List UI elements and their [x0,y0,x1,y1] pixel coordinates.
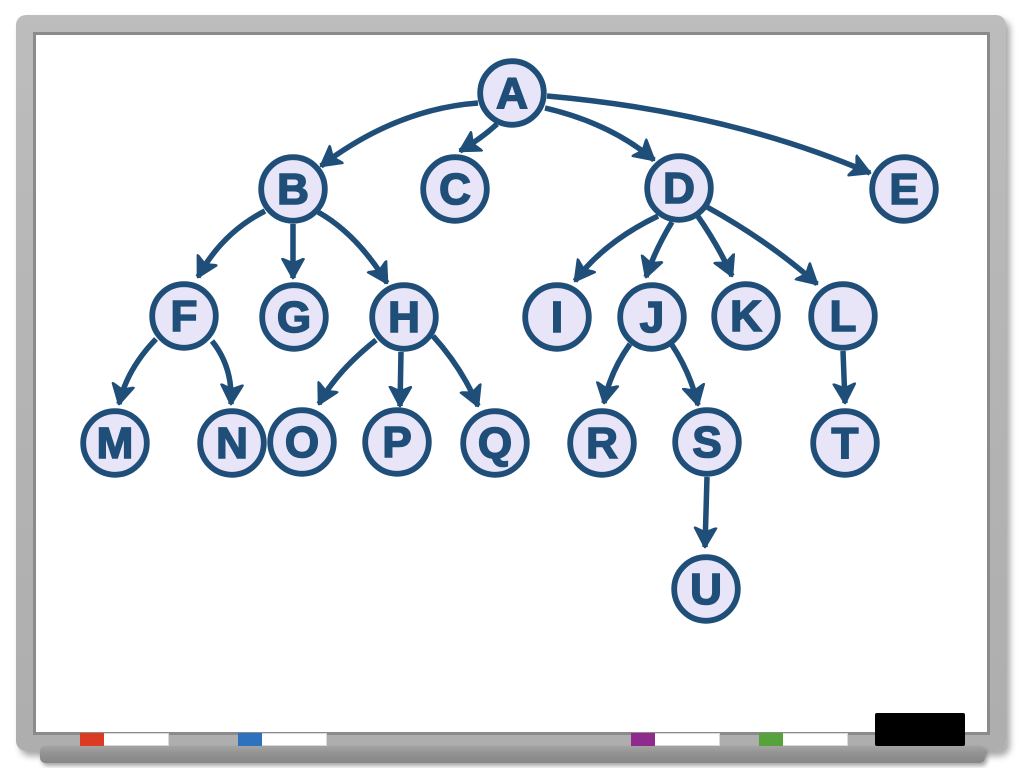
svg-text:F: F [171,292,198,341]
svg-text:E: E [889,165,918,214]
svg-text:I: I [551,293,563,342]
svg-text:R: R [586,419,618,468]
svg-text:L: L [830,292,857,341]
svg-text:P: P [382,418,411,467]
svg-text:J: J [640,293,664,342]
svg-text:C: C [439,165,471,214]
svg-text:B: B [277,165,309,214]
svg-text:A: A [496,69,528,118]
svg-text:S: S [692,418,721,467]
svg-text:D: D [663,164,695,213]
svg-text:T: T [832,419,859,468]
svg-text:M: M [97,419,134,468]
svg-text:Q: Q [478,419,512,468]
svg-text:G: G [277,293,311,342]
svg-text:N: N [216,419,248,468]
svg-text:O: O [285,418,319,467]
svg-text:K: K [730,292,762,341]
svg-text:U: U [690,565,722,614]
svg-text:H: H [388,293,420,342]
